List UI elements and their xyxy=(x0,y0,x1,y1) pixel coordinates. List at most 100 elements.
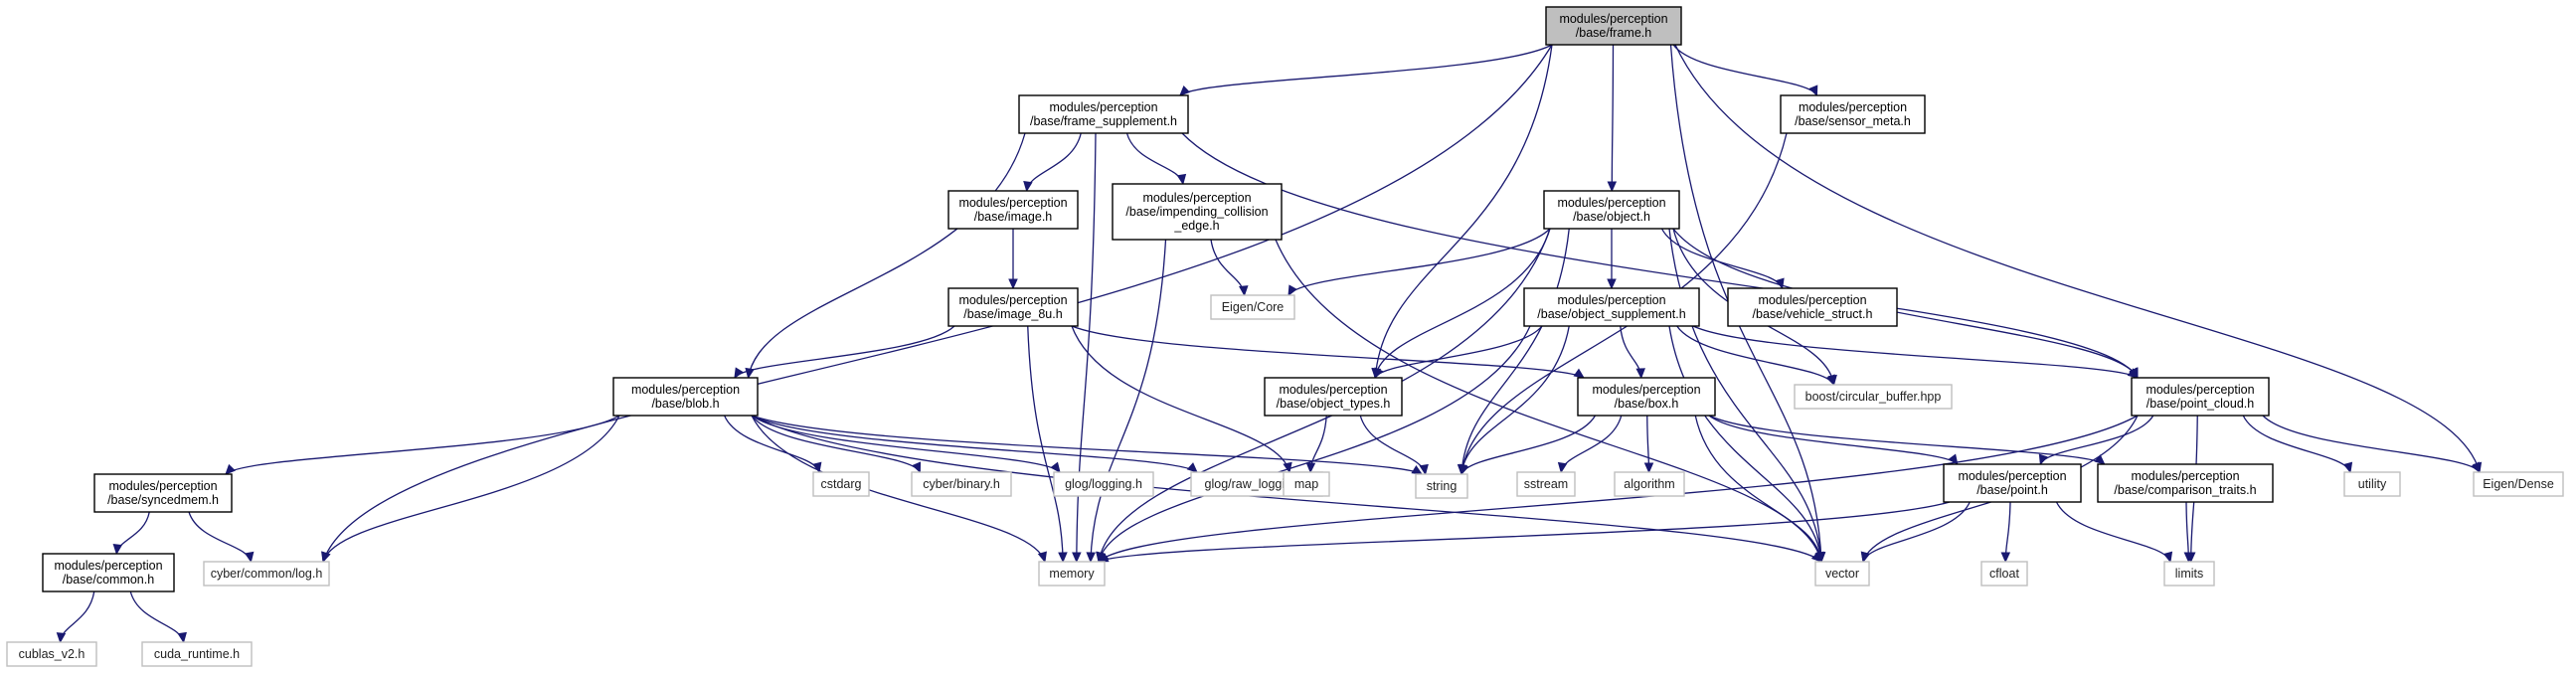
node-label-line: /base/point_cloud.h xyxy=(2147,397,2254,411)
node-frame-supplement[interactable]: modules/perception/base/frame_supplement… xyxy=(1018,94,1189,134)
node-object-supplement[interactable]: modules/perception/base/object_supplemen… xyxy=(1523,287,1700,327)
edge-comparison-traits-to-limits xyxy=(2183,501,2194,564)
node-label-line: modules/perception xyxy=(1049,100,1157,114)
edge-object-supplement-to-string xyxy=(1458,325,1570,476)
node-circular-buffer: boost/circular_buffer.hpp xyxy=(1794,384,1953,410)
node-label-line: /base/object.h xyxy=(1573,210,1650,224)
edge-arrowhead xyxy=(2094,454,2106,465)
node-common[interactable]: modules/perception/base/common.h xyxy=(42,553,175,592)
node-vehicle-struct[interactable]: modules/perception/base/vehicle_struct.h xyxy=(1727,287,1898,327)
edge-arrowhead xyxy=(1419,463,1429,476)
edge-arrowhead xyxy=(812,461,822,474)
edge-line xyxy=(1098,415,2139,563)
edge-point-to-cfloat xyxy=(2000,501,2011,564)
node-label-line: utility xyxy=(2358,477,2387,491)
node-eigen-dense: Eigen/Dense xyxy=(2473,471,2564,497)
edge-arrowhead xyxy=(1557,461,1568,474)
node-label-line: Eigen/Dense xyxy=(2483,477,2554,491)
edge-line xyxy=(1862,501,1971,563)
node-label-line: algorithm xyxy=(1624,477,1674,491)
node-label-line: map xyxy=(1294,477,1318,491)
node-comparison-traits[interactable]: modules/perception/base/comparison_trait… xyxy=(2097,463,2274,503)
node-box xyxy=(812,471,870,497)
edge-arrowhead xyxy=(1374,367,1384,380)
edge-arrowhead xyxy=(1288,284,1297,297)
edge-line xyxy=(2055,501,2171,563)
node-vector: vector xyxy=(1814,561,1870,587)
node-label-line: /base/frame.h xyxy=(1576,26,1651,40)
edge-line xyxy=(1071,325,1585,379)
node-label-line: modules/perception xyxy=(631,383,740,397)
edge-frame-supplement-to-impending xyxy=(1125,132,1187,186)
node-object-types[interactable]: modules/perception/base/object_types.h xyxy=(1264,377,1403,417)
edge-line xyxy=(322,415,620,563)
node-label-line: /base/common.h xyxy=(63,573,154,587)
edge-arrowhead xyxy=(2038,453,2048,466)
edge-line xyxy=(1676,325,1835,386)
node-label-line: cublas_v2.h xyxy=(19,647,86,661)
edge-line xyxy=(1460,228,1570,475)
edge-blob-to-cyber-binary xyxy=(751,415,922,474)
node-label-line: modules/perception xyxy=(1758,293,1866,307)
edge-arrowhead xyxy=(1050,461,1061,473)
node-point[interactable]: modules/perception/base/point.h xyxy=(1943,463,2082,503)
edge-impending-to-eigen-core xyxy=(1210,239,1249,297)
edge-line xyxy=(129,590,185,643)
edge-line xyxy=(1090,239,1167,563)
node-box xyxy=(947,190,1079,230)
node-box xyxy=(1283,471,1330,497)
edge-image-8u-to-map xyxy=(1071,325,1292,474)
node-memory: memory xyxy=(1038,561,1106,587)
node-frame[interactable]: modules/perception/base/frame.h xyxy=(1545,6,1682,46)
edge-frame-supplement-to-blob xyxy=(745,132,1026,380)
node-object[interactable]: modules/perception/base/object.h xyxy=(1543,190,1680,230)
edge-arrowhead xyxy=(1573,368,1586,379)
node-box xyxy=(141,641,253,667)
edge-impending-to-memory xyxy=(1086,239,1167,564)
node-box xyxy=(1053,471,1154,497)
node-label-line: boost/circular_buffer.hpp xyxy=(1805,390,1942,404)
node-impending[interactable]: modules/perception/base/impending_collis… xyxy=(1112,183,1283,241)
node-sensor-meta[interactable]: modules/perception/base/sensor_meta.h xyxy=(1780,94,1926,134)
node-point-cloud[interactable]: modules/perception/base/point_cloud.h xyxy=(2131,377,2270,417)
edge-frame-to-object xyxy=(1607,44,1618,193)
edge-line xyxy=(1179,44,1553,96)
edge-line xyxy=(1460,325,1570,475)
node-blob[interactable]: modules/perception/base/blob.h xyxy=(612,377,759,417)
node-box xyxy=(2163,561,2215,587)
node-image-8u[interactable]: modules/perception/base/image_8u.h xyxy=(947,287,1079,327)
node-cfloat: cfloat xyxy=(1980,561,2028,587)
edge-blob-to-cstdarg xyxy=(724,415,822,474)
node-cyber-binary: cyber/binary.h xyxy=(911,471,1012,497)
node-box xyxy=(947,287,1079,327)
node-label-line: cyber/common/log.h xyxy=(211,567,323,581)
edge-arrowhead xyxy=(1815,551,1825,564)
edge-object-supplement-to-memory xyxy=(1096,325,1531,564)
edge-syncedmem-to-cyber-log xyxy=(188,511,255,564)
node-eigen-core: Eigen/Core xyxy=(1210,294,1295,320)
node-box xyxy=(1112,183,1283,241)
edge-object-supplement-to-vector xyxy=(1668,325,1825,564)
node-syncedmem[interactable]: modules/perception/base/syncedmem.h xyxy=(93,473,233,513)
node-box xyxy=(6,641,97,667)
edge-object-supplement-to-object-types xyxy=(1374,325,1543,380)
edge-arrowhead xyxy=(1607,181,1618,193)
node-box[interactable]: modules/perception/base/box.h xyxy=(1577,377,1716,417)
node-image[interactable]: modules/perception/base/image.h xyxy=(947,190,1079,230)
edge-line xyxy=(2039,415,2154,465)
node-box xyxy=(1210,294,1295,320)
node-label-line: vector xyxy=(1825,567,1859,581)
edge-arrowhead xyxy=(321,551,331,564)
node-glog-logging: glog/logging.h xyxy=(1053,471,1154,497)
node-cuda-runtime: cuda_runtime.h xyxy=(141,641,253,667)
node-label-line: modules/perception xyxy=(1592,383,1700,397)
edge-object-supplement-to-circular-buffer xyxy=(1676,325,1835,387)
edge-line xyxy=(1692,325,2139,379)
edge-line xyxy=(751,415,1423,475)
edge-arrowhead xyxy=(225,463,237,475)
edge-arrowhead xyxy=(1058,552,1068,564)
node-box xyxy=(1545,6,1682,46)
edge-arrowhead xyxy=(1948,453,1959,465)
edge-image-8u-to-box xyxy=(1071,325,1586,379)
node-map: map xyxy=(1283,471,1330,497)
